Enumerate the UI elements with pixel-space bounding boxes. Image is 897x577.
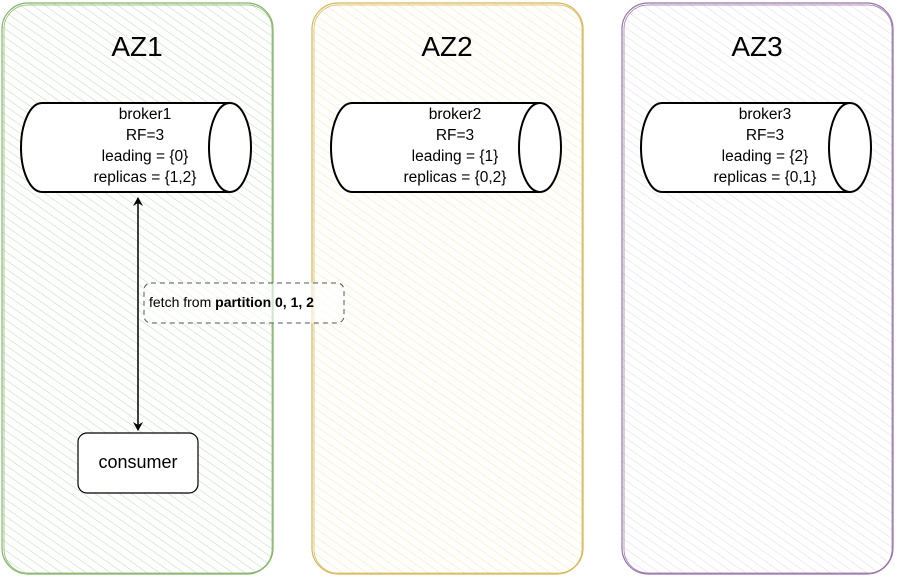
broker1-replicas: replicas = {1,2} <box>93 169 197 186</box>
broker3-leading: leading = {2} <box>721 148 809 165</box>
broker2-replicas: replicas = {0,2} <box>403 169 507 186</box>
broker1-leading: leading = {0} <box>101 148 189 165</box>
broker2-text: broker2 RF=3 leading = {1} replicas = {0… <box>355 104 555 188</box>
zone-az3 <box>621 2 894 575</box>
zone-title-az2: AZ2 <box>421 31 473 62</box>
broker1-rf: RF=3 <box>125 127 165 144</box>
zone-title-az1: AZ1 <box>111 31 163 62</box>
fetch-label-partitions: partition 0, 1, 2 <box>215 294 314 310</box>
broker3-text: broker3 RF=3 leading = {2} replicas = {0… <box>665 104 865 188</box>
broker2-leading: leading = {1} <box>411 148 499 165</box>
broker3-replicas: replicas = {0,1} <box>713 169 817 186</box>
consumer-box <box>77 432 199 494</box>
broker3-rf: RF=3 <box>745 127 785 144</box>
broker1-text: broker1 RF=3 leading = {0} replicas = {1… <box>45 104 245 188</box>
zone-title-az3: AZ3 <box>731 31 783 62</box>
broker3-name: broker3 <box>738 106 792 123</box>
fetch-label-prefix: fetch from <box>149 294 216 310</box>
broker2-name: broker2 <box>428 106 482 123</box>
broker2-cylinder <box>330 102 562 193</box>
broker1-name: broker1 <box>118 106 172 123</box>
consumer-label: consumer <box>98 452 178 472</box>
fetch-label-box <box>143 282 345 324</box>
broker2-rf: RF=3 <box>435 127 475 144</box>
fetch-label: fetch from partition 0, 1, 2 <box>149 294 314 310</box>
broker1-cylinder <box>20 102 252 193</box>
zone-az2 <box>311 2 584 575</box>
broker3-cylinder <box>640 102 872 193</box>
